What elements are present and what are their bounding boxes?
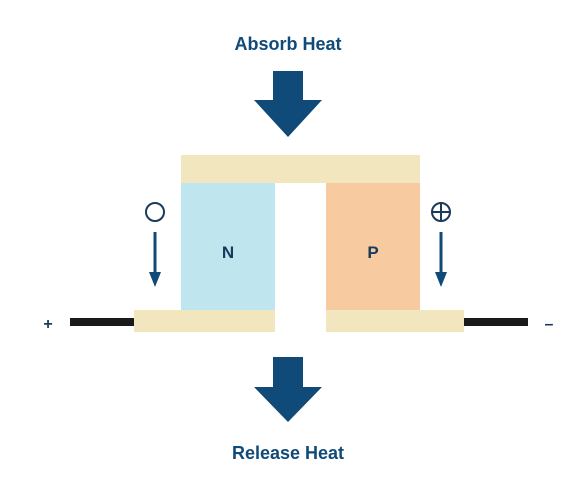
absorb-heat-label: Absorb Heat xyxy=(234,34,341,54)
electron-flow-indicator xyxy=(145,202,165,287)
heat-out-arrow-icon xyxy=(254,357,322,422)
negative-terminal-label: – xyxy=(545,316,554,333)
bottom-left-conductor-plate xyxy=(134,310,275,332)
positive-terminal-label: + xyxy=(43,316,52,333)
circle-outline-icon xyxy=(145,202,165,222)
right-wire xyxy=(464,318,528,326)
n-type-leg xyxy=(181,183,275,310)
hole-down-arrow-icon xyxy=(435,232,447,287)
circle-plus-icon xyxy=(431,202,451,222)
top-conductor-plate xyxy=(181,155,420,183)
p-type-leg xyxy=(326,183,420,310)
n-leg-label: N xyxy=(222,243,234,262)
bottom-right-conductor-plate xyxy=(326,310,464,332)
heat-in-arrow-icon xyxy=(254,71,322,137)
hole-flow-indicator xyxy=(431,202,451,287)
release-heat-label: Release Heat xyxy=(232,443,344,463)
p-leg-label: P xyxy=(367,243,378,262)
electron-down-arrow-icon xyxy=(149,232,161,287)
left-wire xyxy=(70,318,134,326)
